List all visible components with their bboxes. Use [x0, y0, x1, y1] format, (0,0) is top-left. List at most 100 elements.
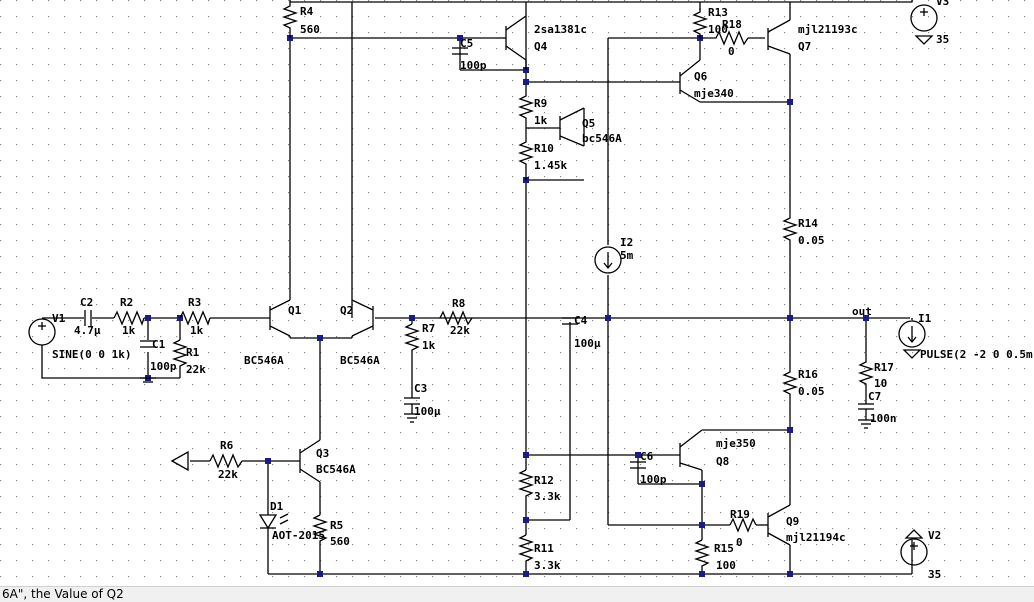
label-r14: R14	[798, 217, 818, 230]
capacitor-c6[interactable]	[630, 461, 646, 469]
transistor-q3[interactable]	[299, 439, 321, 483]
label-r10: R10	[534, 142, 554, 155]
resistor-r3[interactable]	[179, 310, 211, 326]
component-labels: R4 560 2sa1381c Q4 C5 100p R13 100 R18 0…	[52, 0, 1034, 581]
resistor-r15[interactable]	[693, 539, 711, 570]
transistor-q5[interactable]	[559, 107, 585, 147]
voltage-source-v2[interactable]	[900, 529, 928, 566]
capacitor-c2[interactable]	[84, 310, 92, 326]
transistor-q1[interactable]	[269, 299, 291, 337]
label-q3: Q3	[316, 447, 329, 460]
status-bar: 6A", the Value of Q2	[0, 586, 1034, 602]
status-text: 6A", the Value of Q2	[2, 587, 124, 601]
voltage-source-v1[interactable]	[28, 318, 56, 346]
resistor-r12[interactable]	[517, 469, 535, 505]
model-q8: mje350	[716, 437, 756, 450]
label-r2: R2	[120, 296, 133, 309]
model-q4: 2sa1381c	[534, 23, 587, 36]
value-v1: SINE(0 0 1k)	[52, 348, 131, 361]
value-r9: 1k	[534, 114, 548, 127]
value-c4: 100µ	[574, 337, 601, 350]
current-source-i2[interactable]	[594, 246, 622, 274]
resistor-r9[interactable]	[517, 90, 535, 128]
label-q7: Q7	[798, 40, 811, 53]
label-i1: I1	[918, 312, 932, 325]
value-r15: 100	[716, 559, 736, 572]
label-q8: Q8	[716, 455, 729, 468]
label-r4: R4	[300, 5, 314, 18]
value-r19: 0	[736, 536, 743, 549]
value-r18: 0	[728, 45, 735, 58]
current-source-i1[interactable]	[898, 320, 926, 359]
value-r10: 1.45k	[534, 159, 567, 172]
label-r7: R7	[422, 322, 435, 335]
resistor-r2[interactable]	[113, 310, 145, 326]
capacitor-c7[interactable]	[858, 392, 874, 429]
resistor-r4[interactable]	[281, 2, 299, 38]
diode-led-d1[interactable]	[258, 513, 289, 530]
label-c4: C4	[574, 314, 588, 327]
model-q7: mjl21193c	[798, 23, 858, 36]
label-r12: R12	[534, 474, 554, 487]
label-c5: C5	[460, 37, 473, 50]
label-r3: R3	[188, 296, 201, 309]
resistor-r6[interactable]	[209, 453, 243, 469]
model-q2: BC546A	[340, 354, 380, 367]
resistor-r10[interactable]	[517, 128, 535, 180]
value-r14: 0.05	[798, 234, 825, 247]
transistor-q7[interactable]	[767, 19, 791, 55]
label-d1: D1	[270, 500, 284, 513]
value-r8: 22k	[450, 324, 470, 337]
resistor-r13[interactable]	[691, 8, 709, 38]
label-q2: Q2	[340, 304, 353, 317]
resistor-r18[interactable]	[700, 30, 749, 46]
resistor-r16[interactable]	[781, 370, 799, 398]
wires	[41, 0, 913, 575]
resistor-r1[interactable]	[171, 339, 189, 372]
label-v1: V1	[52, 312, 66, 325]
transistor-q4[interactable]	[496, 15, 527, 70]
resistor-r11[interactable]	[517, 534, 535, 570]
resistor-r19[interactable]	[729, 517, 757, 533]
label-r5: R5	[330, 519, 343, 532]
model-q3: BC546A	[316, 463, 356, 476]
transistor-q8[interactable]	[679, 429, 703, 471]
label-r11: R11	[534, 542, 554, 555]
transistor-q9[interactable]	[767, 504, 791, 546]
value-i2: 5m	[620, 249, 634, 262]
value-r16: 0.05	[798, 385, 825, 398]
value-r17: 10	[874, 377, 887, 390]
port-left-arrow	[170, 450, 189, 472]
value-r12: 3.3k	[534, 490, 561, 503]
label-q4: Q4	[534, 40, 548, 53]
label-r8: R8	[452, 297, 465, 310]
model-q1: BC546A	[244, 354, 284, 367]
capacitor-c3[interactable]	[404, 397, 420, 423]
value-r11: 3.3k	[534, 559, 561, 572]
capacitor-c1[interactable]	[140, 340, 156, 348]
capacitor-c4[interactable]	[562, 317, 578, 325]
transistor-q2[interactable]	[351, 299, 374, 337]
grid-background	[0, 0, 1034, 586]
model-q6: mje340	[694, 87, 734, 100]
transistor-q6[interactable]	[679, 59, 701, 103]
value-r13: 100	[708, 23, 728, 36]
label-r1: R1	[186, 346, 200, 359]
label-r13: R13	[708, 6, 728, 19]
voltage-source-v3[interactable]	[910, 4, 938, 45]
label-r9: R9	[534, 97, 547, 110]
label-q6: Q6	[694, 70, 708, 83]
value-v3: 35	[936, 33, 949, 46]
resistor-r5[interactable]	[311, 514, 329, 550]
value-v2: 35	[928, 568, 941, 581]
resistor-r8[interactable]	[439, 310, 473, 326]
label-v2: V2	[928, 529, 941, 542]
capacitor-c5[interactable]	[452, 47, 468, 55]
resistor-r7[interactable]	[403, 323, 421, 352]
label-q9: Q9	[786, 515, 799, 528]
value-c3: 100µ	[414, 405, 441, 418]
value-r6: 22k	[218, 468, 238, 481]
resistor-r17[interactable]	[857, 360, 875, 392]
resistor-r14[interactable]	[781, 215, 799, 245]
